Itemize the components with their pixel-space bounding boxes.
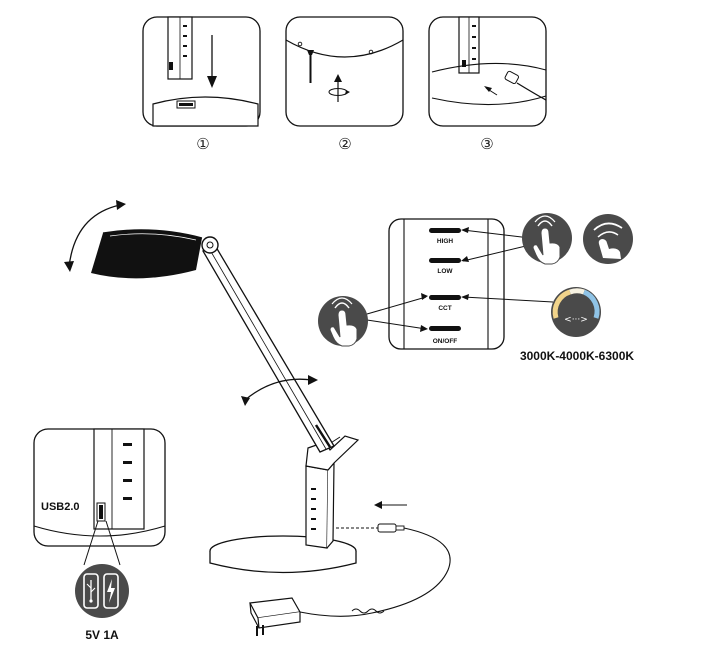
desk-lamp bbox=[64, 200, 451, 636]
step-1-panel: ① bbox=[142, 16, 261, 153]
low-button[interactable]: LOW bbox=[429, 258, 461, 275]
lamp-column bbox=[305, 435, 360, 549]
usb-port-inset: USB2.0 bbox=[33, 428, 166, 566]
step-3-number: ③ bbox=[480, 135, 493, 153]
screw-icon bbox=[307, 50, 314, 83]
lamp-base bbox=[209, 535, 357, 574]
usb-output-label: 5V 1A bbox=[85, 628, 119, 642]
step-2-number: ② bbox=[338, 135, 351, 153]
lamp-arm bbox=[202, 246, 335, 453]
touch-hand-icon bbox=[318, 296, 368, 347]
cct-button-label: CCT bbox=[438, 305, 451, 312]
step-3-panel: ③ bbox=[428, 16, 547, 153]
low-button-label: LOW bbox=[437, 268, 453, 275]
usb-charging-badge bbox=[75, 564, 129, 618]
high-button[interactable]: HIGH bbox=[429, 228, 461, 245]
charging-battery-icon bbox=[103, 573, 119, 609]
head-rotate-arrow-icon bbox=[68, 204, 121, 268]
power-button-label: ON/OFF bbox=[433, 338, 458, 345]
power-adapter-icon bbox=[249, 597, 301, 636]
arm-rotate-arrow-icon bbox=[244, 378, 313, 401]
cct-range-label: 3000K-4000K-6300K bbox=[520, 349, 634, 363]
cct-button[interactable]: CCT bbox=[429, 295, 461, 312]
power-button[interactable]: ON/OFF bbox=[429, 326, 461, 345]
svg-text:<···>: <···> bbox=[564, 315, 588, 325]
rotate-arrow-icon bbox=[328, 74, 350, 102]
usb-icon bbox=[83, 573, 99, 609]
step-2-panel: ② bbox=[285, 16, 404, 153]
high-button-label: HIGH bbox=[437, 238, 454, 245]
usb-port-label: USB2.0 bbox=[41, 501, 80, 513]
swipe-hand-icon bbox=[583, 214, 633, 264]
color-temperature-dial-icon: <···> bbox=[551, 287, 601, 337]
step-1-number: ① bbox=[196, 135, 209, 153]
control-panel-inset: HIGH LOW CCT ON/OFF bbox=[366, 218, 554, 350]
lamp-head bbox=[91, 229, 219, 279]
usb-port[interactable] bbox=[96, 502, 106, 522]
touch-hand-icon bbox=[522, 213, 572, 265]
